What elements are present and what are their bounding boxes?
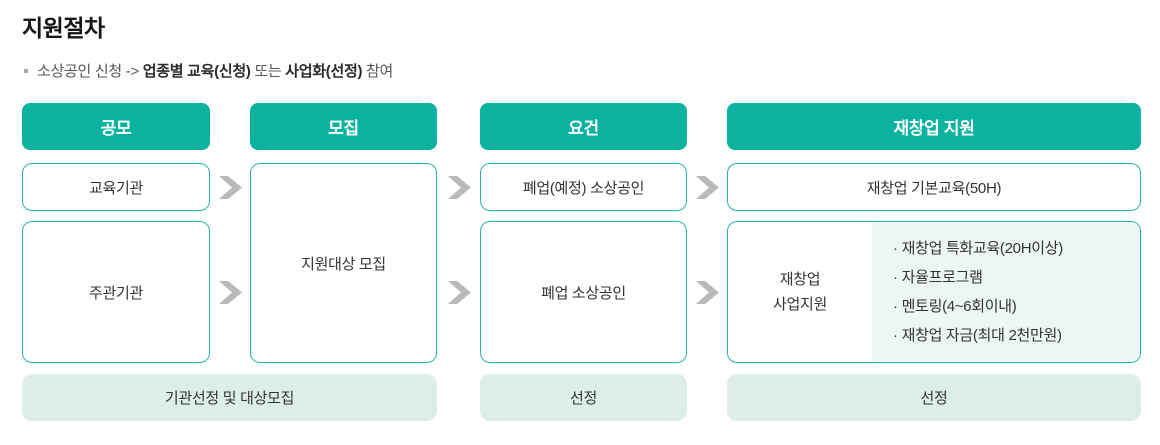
restart-support-label-line1: 재창업 — [779, 271, 821, 288]
support-item: · 재창업 특화교육(20H이상) — [893, 240, 1063, 257]
arrow-right-icon — [448, 176, 473, 199]
subtitle-line: 소상공인 신청 -> 업종별 교육(신청) 또는 사업화(선정) 참여 — [24, 60, 393, 81]
header-yogeon: 요건 — [480, 103, 687, 150]
box-basic-education: 재창업 기본교육(50H) — [727, 163, 1141, 211]
square-bullet-icon — [24, 68, 28, 73]
restart-support-items: · 재창업 특화교육(20H이상) · 자율프로그램 · 멘토링(4~6회이내)… — [872, 222, 1140, 362]
subtitle-bold-education: 업종별 교육(신청) — [142, 63, 251, 80]
subtitle-middle: 또는 — [250, 63, 286, 80]
subtitle-prefix: 소상공인 신청 -> — [37, 63, 143, 80]
footer-institution-selection: 기관선정 및 대상모집 — [22, 374, 437, 421]
box-restart-business-support: 재창업 사업지원 · 재창업 특화교육(20H이상) · 자율프로그램 · 멘토… — [727, 221, 1141, 363]
header-mojip: 모집 — [250, 103, 437, 150]
header-gongmo: 공모 — [22, 103, 210, 150]
arrow-right-icon — [219, 281, 244, 304]
box-education-institution: 교육기관 — [22, 163, 210, 211]
support-item: · 멘토링(4~6회이내) — [893, 298, 1017, 315]
arrow-right-icon — [696, 176, 721, 199]
box-target-recruitment: 지원대상 모집 — [250, 163, 437, 363]
header-restart-support: 재창업 지원 — [727, 103, 1141, 150]
arrow-right-icon — [219, 176, 244, 199]
support-item: · 자율프로그램 — [893, 269, 983, 286]
box-closed-owner: 폐업 소상공인 — [480, 221, 687, 363]
restart-support-label-line2: 사업지원 — [772, 296, 827, 313]
box-closure-expected-owner: 폐업(예정) 소상공인 — [480, 163, 687, 211]
arrow-right-icon — [696, 281, 721, 304]
subtitle-bold-business: 사업화(선정) — [285, 63, 363, 80]
page-title: 지원절차 — [22, 15, 105, 41]
footer-selection-1: 선정 — [480, 374, 687, 421]
subtitle-suffix: 참여 — [362, 63, 394, 80]
arrow-right-icon — [448, 281, 473, 304]
restart-support-label: 재창업 사업지원 — [728, 222, 872, 362]
box-host-institution: 주관기관 — [22, 221, 210, 363]
footer-selection-2: 선정 — [727, 374, 1141, 421]
support-item: · 재창업 자금(최대 2천만원) — [893, 327, 1062, 344]
